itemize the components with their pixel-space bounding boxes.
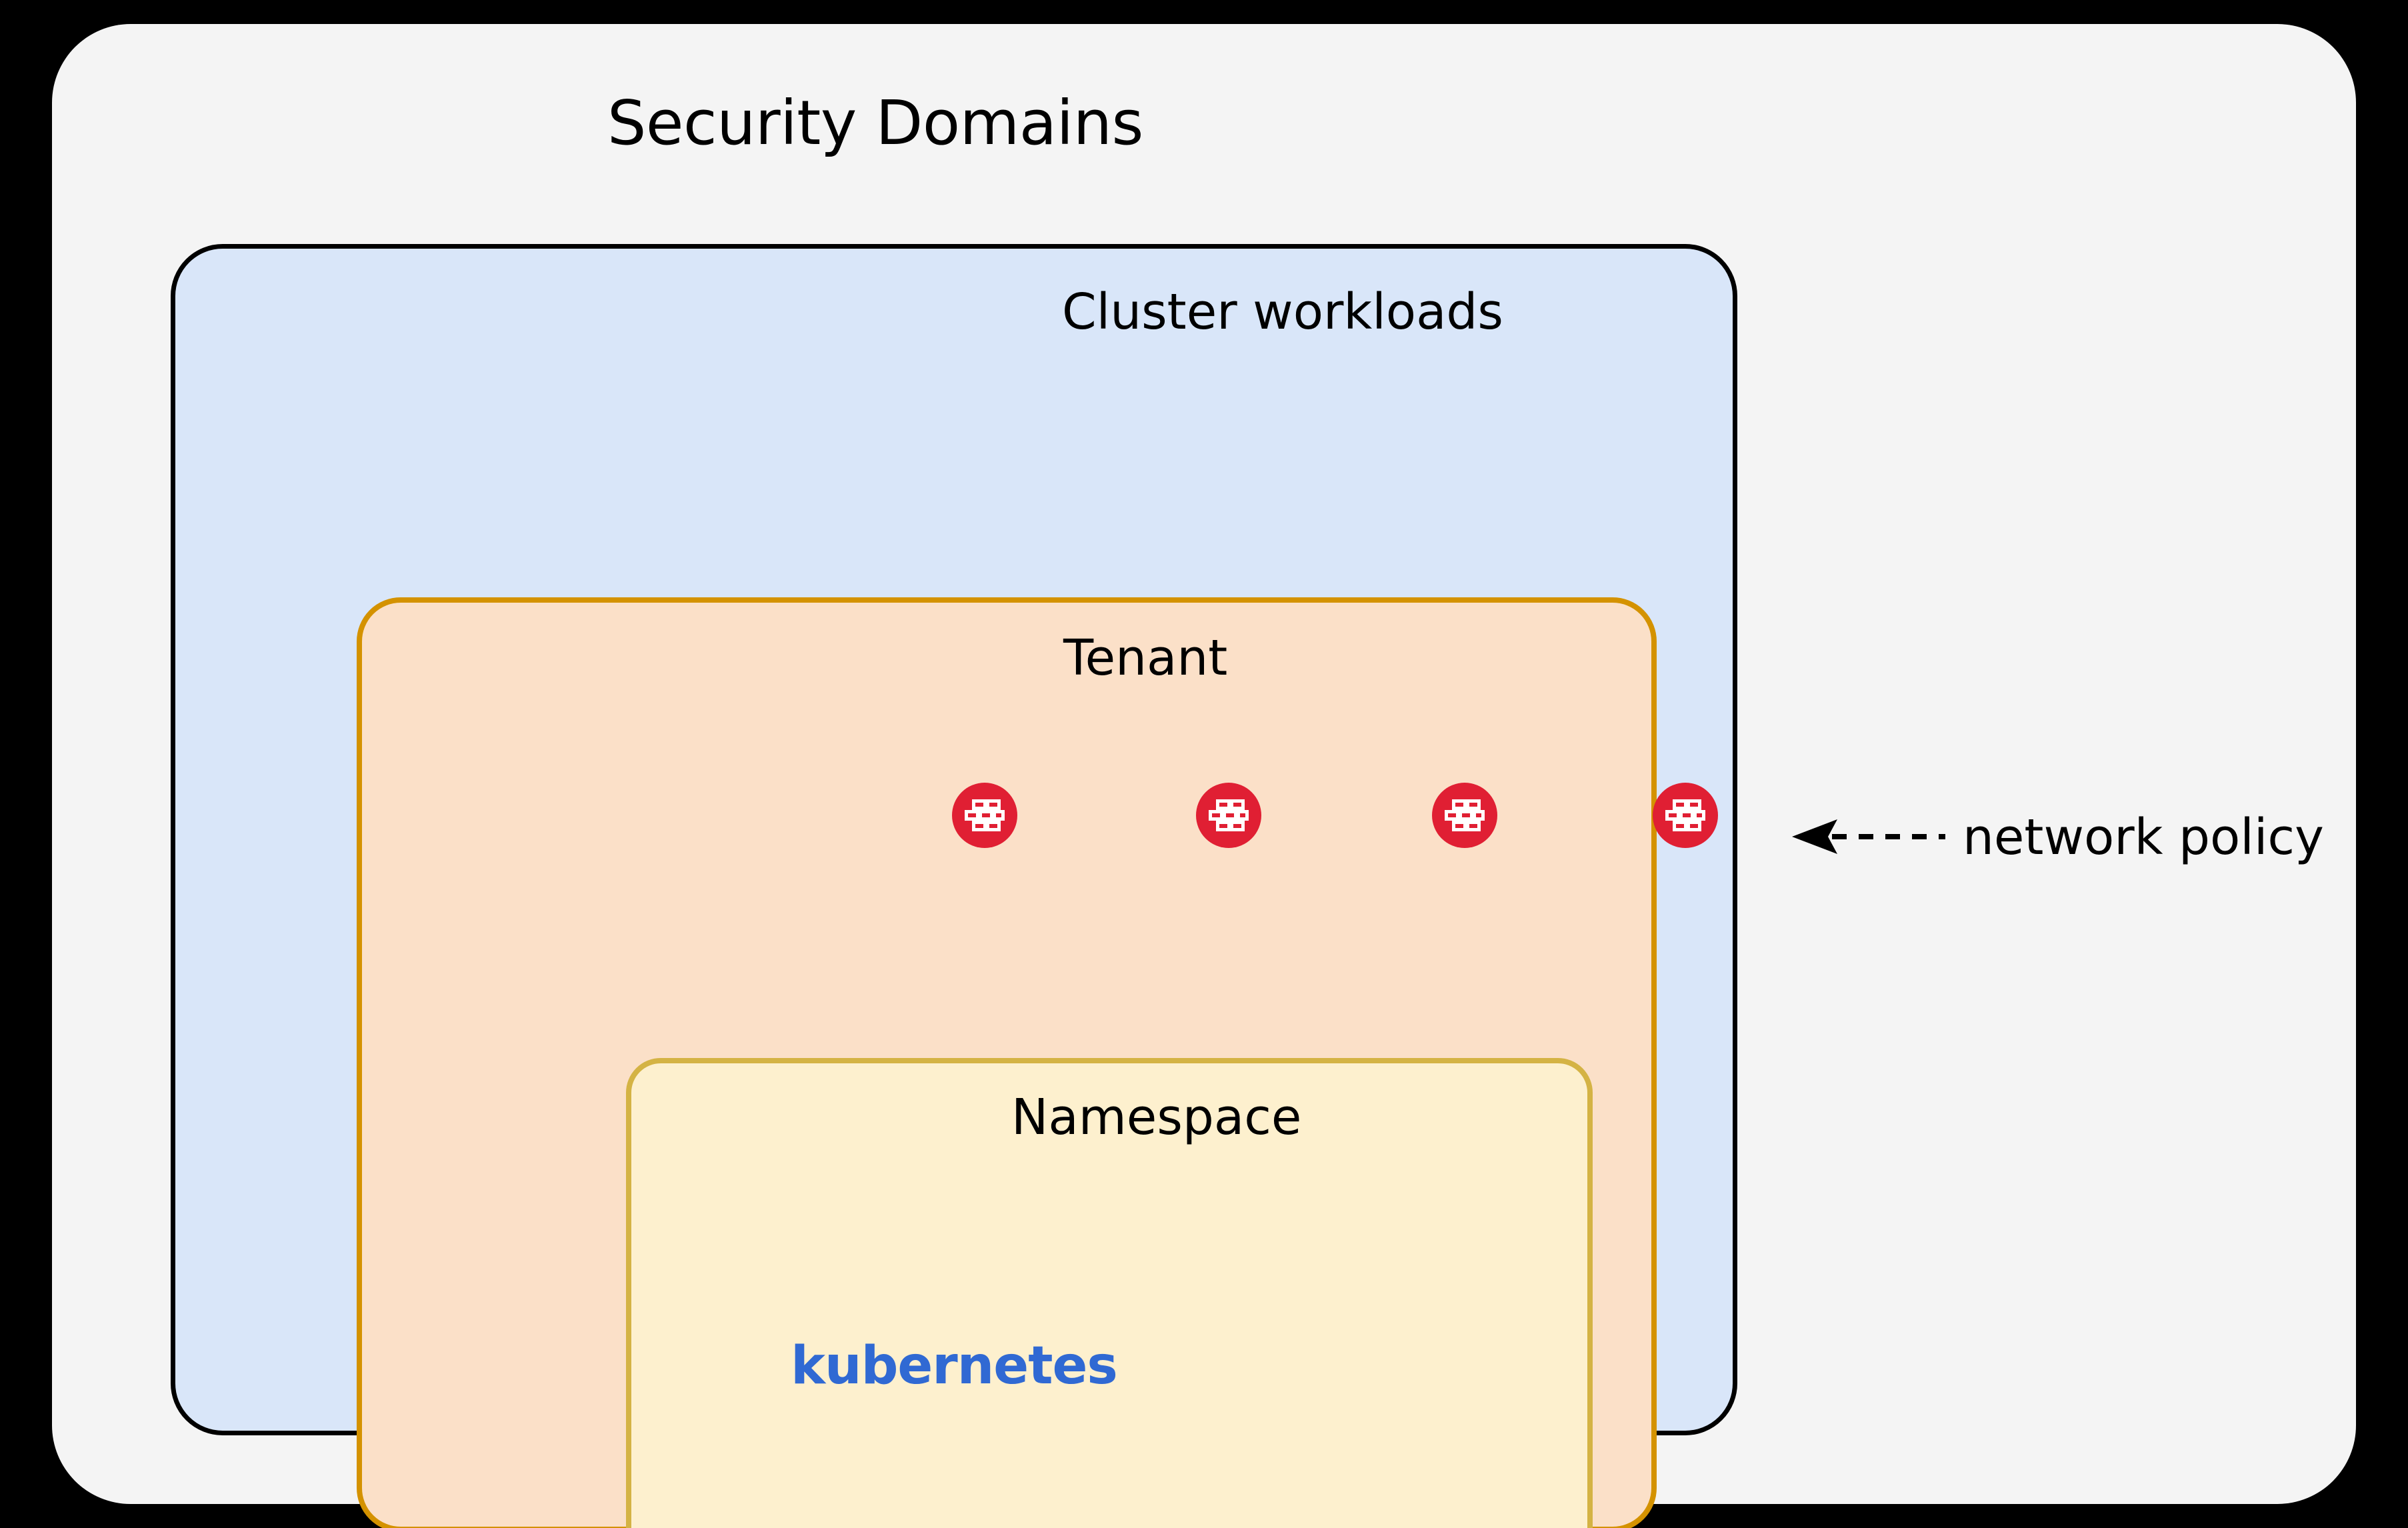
box-label-namespace: Namespace bbox=[1011, 1089, 1302, 1146]
box-label-tenant: Tenant bbox=[1063, 629, 1228, 687]
box-namespace[interactable]: Namespace Endpoint groups bbox=[626, 1058, 1593, 1528]
firewall-brick-wall-icon bbox=[1444, 799, 1485, 832]
firewall-badge-cluster-workloads[interactable] bbox=[1653, 783, 1718, 848]
network-policy-label: network policy bbox=[1963, 809, 2324, 866]
firewall-brick-wall-icon bbox=[1665, 799, 1706, 832]
box-cluster-workloads[interactable]: Cluster workloads Tenant Namespace Endpo… bbox=[171, 244, 1737, 1528]
security-domains-card: Security Domains Cluster workloads Tenan… bbox=[52, 24, 2356, 1528]
firewall-badge-namespace[interactable] bbox=[1196, 783, 1261, 848]
network-policy-annotation: network policy bbox=[1785, 807, 2385, 874]
box-label-cluster-workloads: Cluster workloads bbox=[1062, 283, 1503, 341]
dashed-arrow-left-icon bbox=[1785, 817, 1952, 859]
firewall-badge-tenant[interactable] bbox=[1432, 783, 1497, 848]
firewall-brick-wall-icon bbox=[964, 799, 1005, 832]
firewall-badge-endpoint-groups[interactable] bbox=[952, 783, 1017, 848]
diagram-title: Security Domains bbox=[607, 87, 1143, 159]
firewall-brick-wall-icon bbox=[1208, 799, 1249, 832]
box-tenant[interactable]: Tenant Namespace Endpoint groups bbox=[357, 597, 1657, 1528]
kubernetes-logo-text: kubernetes bbox=[791, 1336, 1118, 1396]
